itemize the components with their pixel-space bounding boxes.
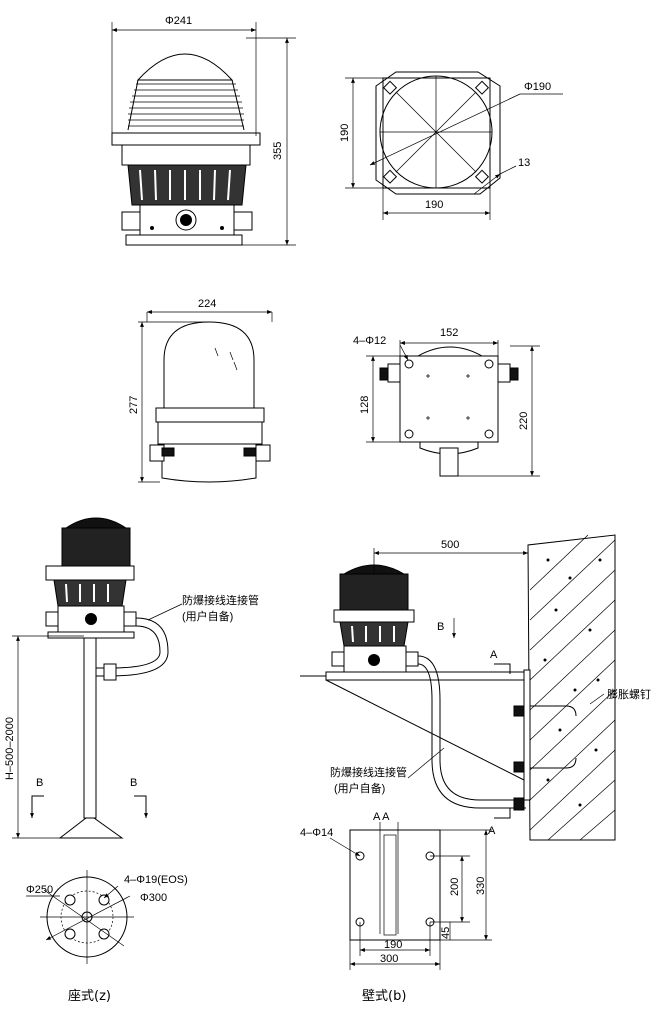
wall-section-a-bottom: A bbox=[488, 825, 496, 837]
pole-conduit-label-2: (用户自备) bbox=[182, 609, 233, 623]
pole-section-b-left: B bbox=[36, 777, 43, 789]
v4-height-label: 220 bbox=[518, 412, 530, 430]
wall-plan-inner-w: 190 bbox=[384, 939, 402, 951]
lamp-top-view bbox=[345, 71, 563, 220]
v2-gap-label: 13 bbox=[518, 157, 530, 169]
dome-lamp-view bbox=[138, 310, 273, 483]
lamp-front-view bbox=[111, 22, 296, 246]
v2-bottom-label: 190 bbox=[425, 199, 443, 211]
v1-height-label: 355 bbox=[272, 142, 284, 160]
base-flange-plan bbox=[26, 870, 134, 964]
pole-section-b-right: B bbox=[130, 777, 137, 789]
wall-plan-edge: 45 bbox=[440, 927, 452, 939]
base-plate-view bbox=[366, 340, 540, 477]
wall-section-b: B bbox=[437, 621, 444, 633]
v4-spacing-label: 152 bbox=[440, 327, 458, 339]
v2-dia-label: Φ190 bbox=[524, 81, 551, 93]
v1-dia-label: Φ241 bbox=[165, 15, 192, 27]
pole-mount-view bbox=[12, 517, 183, 839]
wall-section-a-top: A bbox=[490, 649, 498, 661]
v3-width-label: 224 bbox=[198, 298, 216, 310]
v2-side-label: 190 bbox=[339, 124, 351, 142]
wall-plan-inner-h: 200 bbox=[449, 878, 461, 896]
wall-conduit-label-1: 防爆接线连接管 bbox=[330, 765, 407, 779]
plan-outer-label: Φ250 bbox=[26, 884, 53, 896]
wall-anchor-label: 膨胀螺钉 bbox=[607, 687, 651, 701]
wall-plan-outer-w: 300 bbox=[380, 953, 398, 965]
wall-reach-label: 500 bbox=[441, 539, 459, 551]
v4-side-label: 128 bbox=[359, 396, 371, 414]
wall-conduit-label-2: (用户自备) bbox=[334, 781, 385, 795]
v3-height-label: 277 bbox=[128, 396, 140, 414]
pole-height-label: H–500–2000 bbox=[4, 717, 16, 780]
wall-mount-view bbox=[300, 534, 616, 841]
caption-wall: 壁式(b) bbox=[362, 989, 406, 1004]
wall-plate-plan bbox=[329, 822, 492, 970]
pole-conduit-label-1: 防爆接线连接管 bbox=[182, 593, 259, 607]
wall-plan-aa-label: A A bbox=[373, 811, 390, 823]
plan-holes-label: 4–Φ19(EOS) bbox=[124, 874, 188, 886]
v4-holes-label: 4–Φ12 bbox=[353, 335, 386, 347]
wall-plan-holes-label: 4–Φ14 bbox=[300, 827, 333, 839]
plan-pcd-label: Φ300 bbox=[140, 892, 167, 904]
caption-seat: 座式(z) bbox=[68, 989, 111, 1004]
wall-plan-outer-h: 330 bbox=[475, 877, 487, 895]
